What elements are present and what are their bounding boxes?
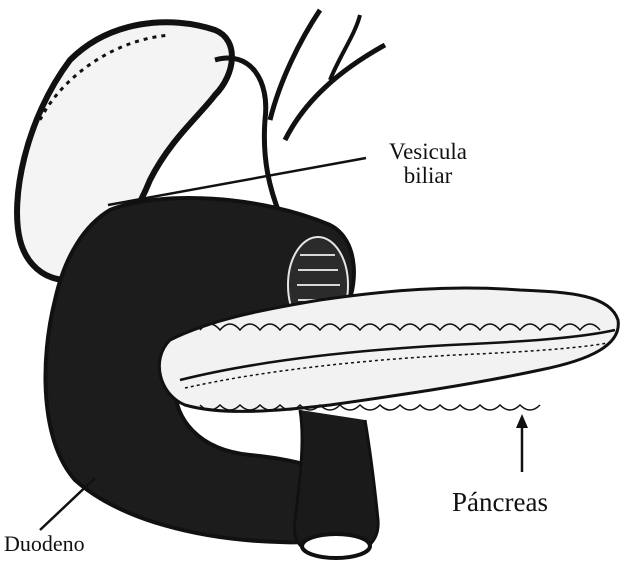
leader-duodeno [40, 478, 95, 530]
vessel-opening [302, 534, 370, 558]
label-pancreas: Páncreas [452, 488, 548, 516]
label-vesicula-biliar: Vesicula biliar [372, 140, 484, 188]
label-vesicula-line2: biliar [372, 164, 484, 188]
hepatic-duct-right [285, 45, 385, 140]
label-duodeno: Duodeno [4, 532, 85, 555]
label-vesicula-line1: Vesicula [372, 140, 484, 164]
leader-pancreas-arrowhead [516, 414, 528, 428]
